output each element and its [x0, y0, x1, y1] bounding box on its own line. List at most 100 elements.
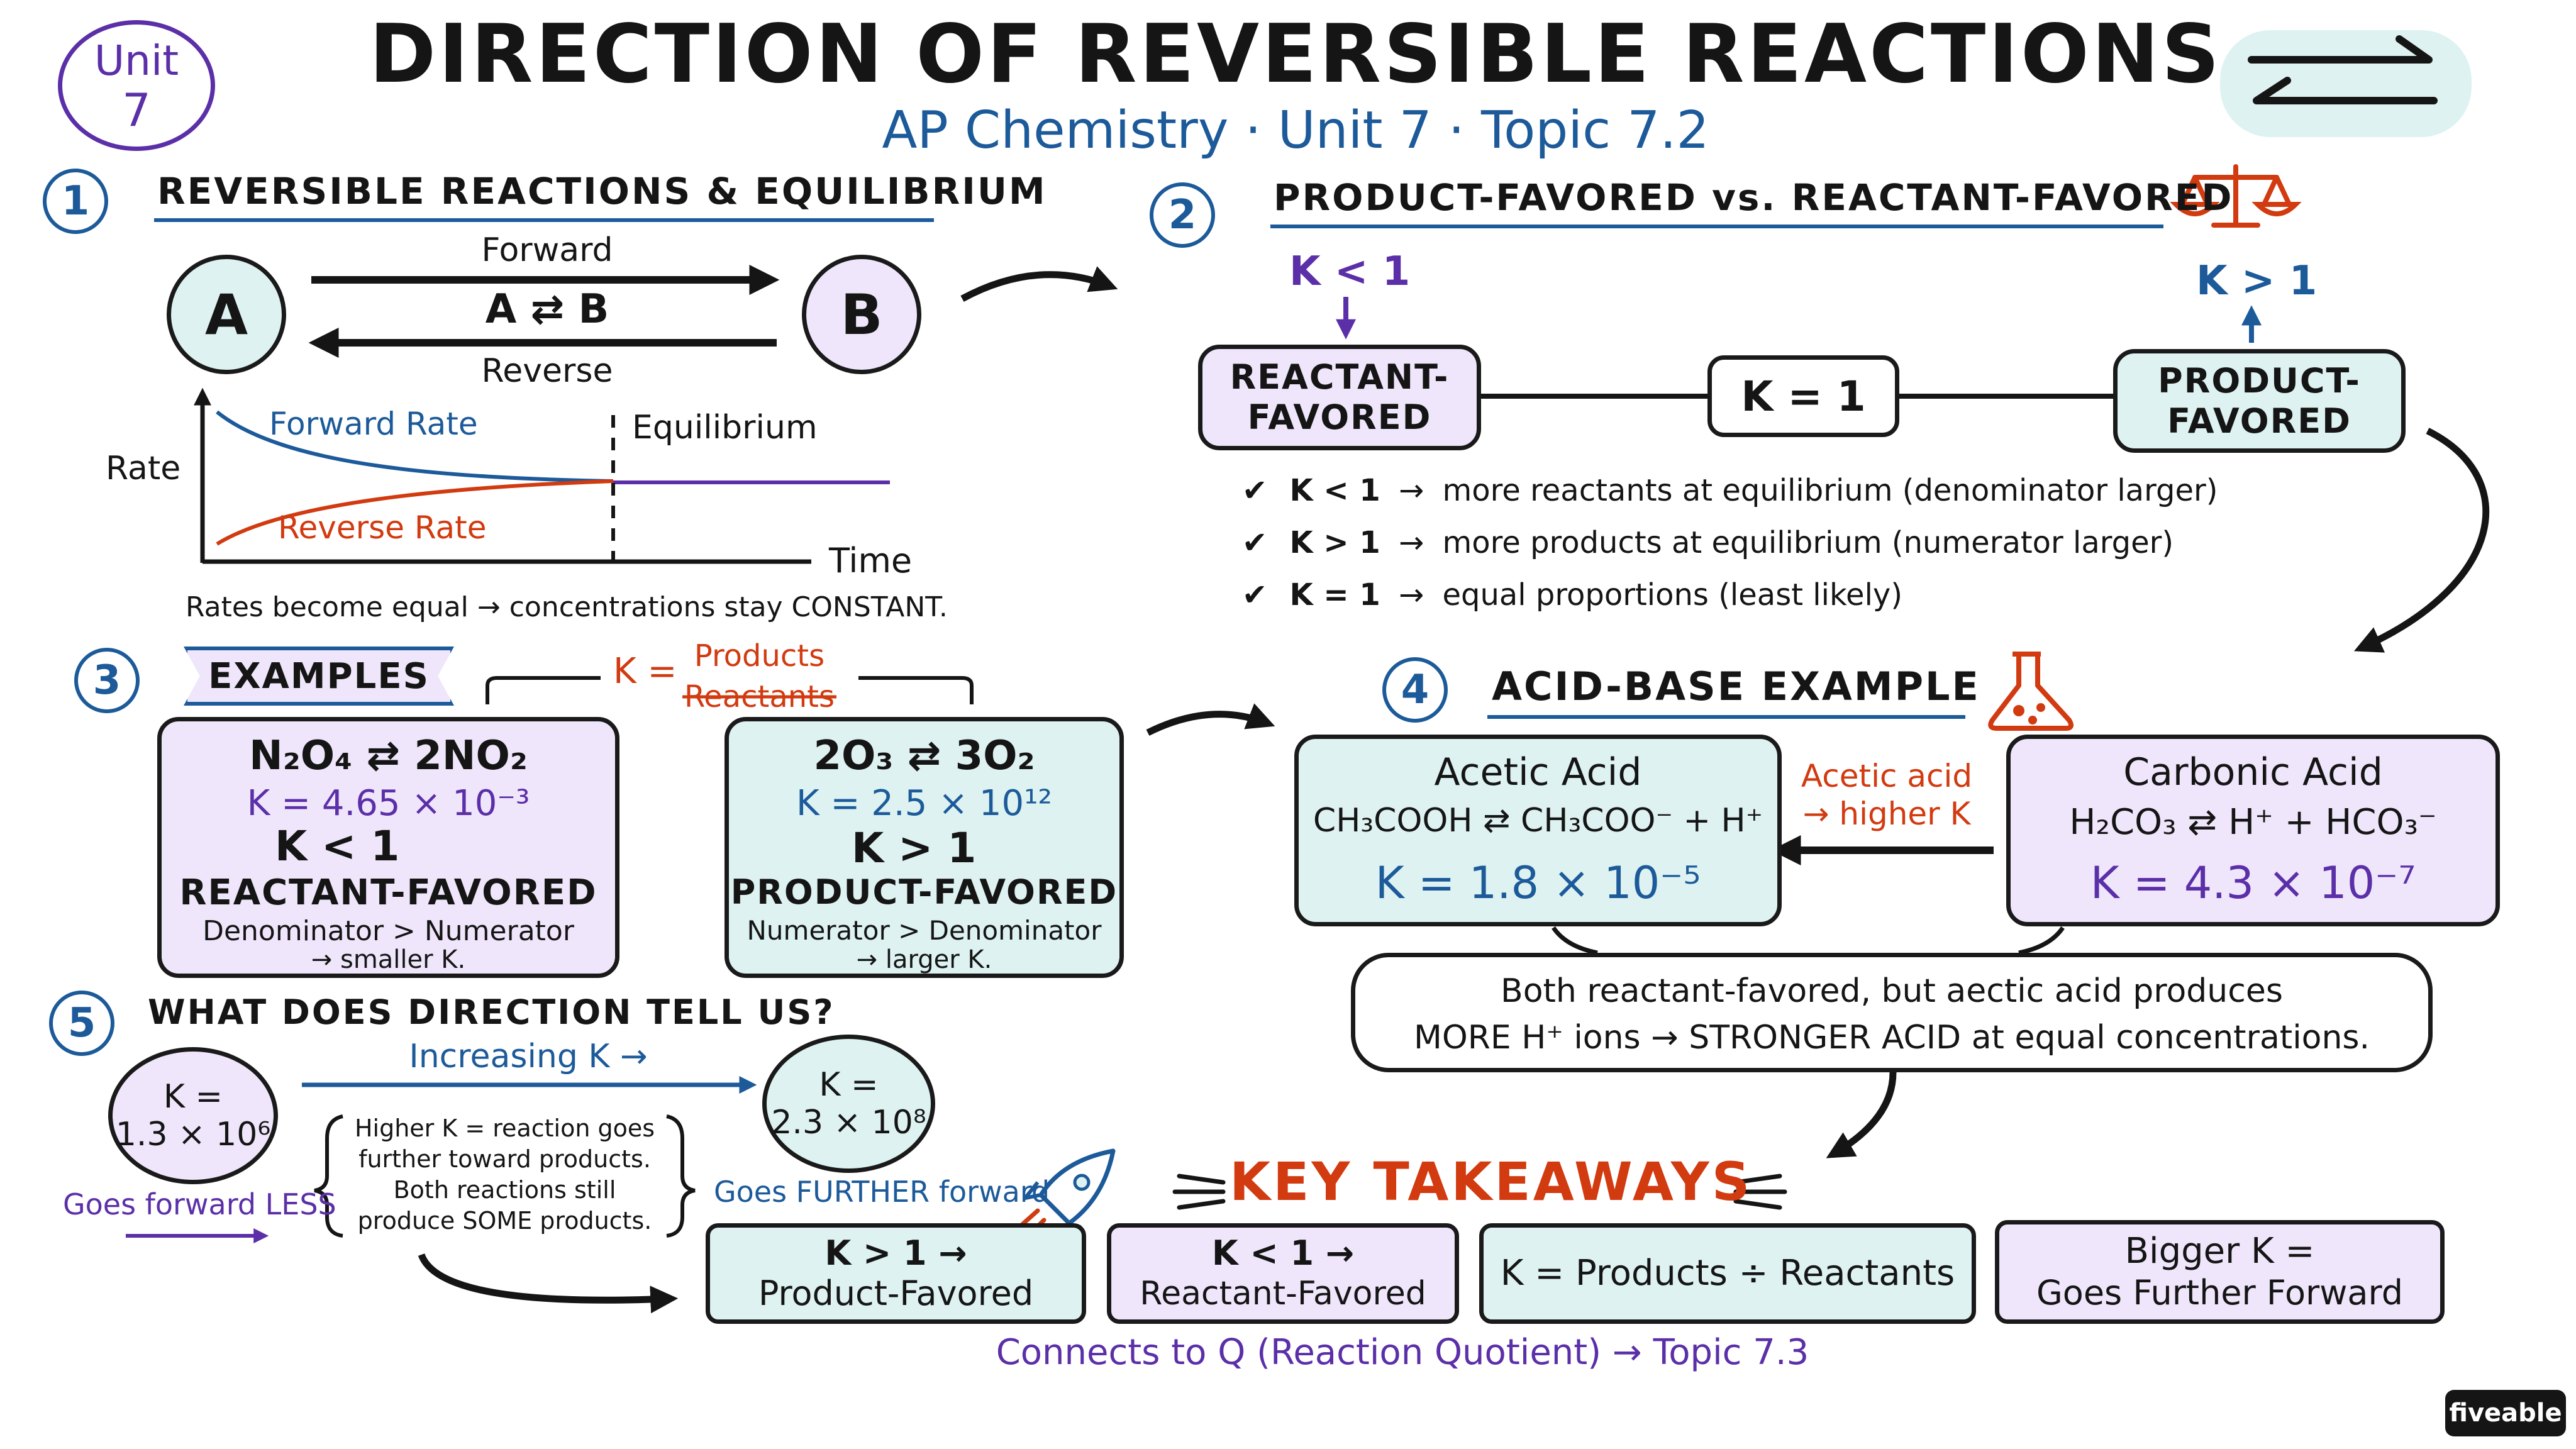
k-greater-label: K > 1: [2196, 258, 2318, 304]
brace-text: Higher K = reaction goes further toward …: [343, 1113, 667, 1236]
check-text-2: more products at equilibrium (numerator …: [1442, 525, 2174, 560]
k-bubble-left: K = 1.3 × 10⁶: [108, 1047, 278, 1184]
unit-word: Unit: [94, 36, 179, 85]
k-bubble-right-line-1: K =: [819, 1066, 879, 1104]
takeaway-card-1: K > 1 → Product-Favored: [706, 1223, 1086, 1324]
check-row-3: ✔ K = 1 → equal proportions (least likel…: [1242, 577, 1902, 613]
acid-compare-line-2: → higher K: [1802, 796, 1971, 832]
brace-line-4: produce SOME products.: [357, 1207, 652, 1235]
product-favored-box: PRODUCT- FAVORED: [2113, 349, 2406, 453]
example-1-k-compare: K < 1: [275, 822, 400, 870]
example-1-note-1: Denominator > Numerator: [203, 915, 574, 947]
example-1-note-2: → smaller K.: [311, 945, 466, 974]
example-2-favored: PRODUCT-FAVORED: [730, 872, 1118, 912]
section1-title: REVERSIBLE REACTIONS & EQUILIBRIUM: [157, 170, 1047, 213]
reverse-rate-label: Reverse Rate: [278, 509, 487, 546]
reverse-rate-curve: [216, 479, 614, 546]
brace-line-3: Both reactions still: [393, 1176, 616, 1204]
acid-note-box: Both reactant-favored, but aectic acid p…: [1351, 953, 2433, 1072]
flow-arrow-5-takeaways: [418, 1253, 679, 1314]
acid-note-line-2: MORE H⁺ ions → STRONGER ACID at equal co…: [1413, 1019, 2370, 1057]
page-subtitle: AP Chemistry · Unit 7 · Topic 7.2: [882, 101, 1709, 160]
takeaways-flourish-right: [1733, 1174, 1787, 1210]
species-b: B: [802, 255, 921, 374]
check-text-1: more reactants at equilibrium (denominat…: [1442, 473, 2218, 508]
brace-right: [666, 1114, 696, 1238]
flask-icon: [1988, 652, 2074, 731]
check-row-2: ✔ K > 1 → more products at equilibrium (…: [1242, 525, 2174, 560]
section5-number: 5: [49, 991, 114, 1056]
graph-x-label: Time: [829, 541, 913, 580]
carbonic-acid-equation: H₂CO₃ ⇄ H⁺ + HCO₃⁻: [2069, 802, 2437, 843]
takeaways-title: KEY TAKEAWAYS: [1230, 1151, 1753, 1213]
section5-title: WHAT DOES DIRECTION TELL US?: [148, 992, 835, 1032]
acetic-acid-name: Acetic Acid: [1434, 750, 1642, 794]
balance-scale-icon: [2170, 164, 2302, 228]
forward-rate-label: Forward Rate: [269, 406, 478, 442]
k-bubble-right-line-2: 2.3 × 10⁸: [771, 1104, 926, 1141]
species-a-label: A: [204, 282, 248, 347]
takeaway-3-line-1: K = Products ÷ Reactants: [1500, 1253, 1955, 1294]
takeaway-4-line-2: Goes Further Forward: [2036, 1272, 2404, 1313]
check-k-1: K < 1: [1289, 473, 1380, 508]
check-icon: ✔: [1242, 577, 1268, 613]
example-1-favored: REACTANT-FAVORED: [179, 872, 597, 913]
examples-title: EXAMPLES: [208, 655, 430, 697]
k-formula-numerator: Products: [694, 638, 825, 674]
goes-less-label: Goes forward LESS: [63, 1187, 336, 1221]
check-arrow: →: [1398, 577, 1424, 613]
note-pointers: [1552, 926, 2065, 955]
flow-arrow-4-takeaways: [1826, 1072, 1897, 1158]
acetic-acid-k: K = 1.8 × 10⁻⁵: [1375, 857, 1701, 909]
reactant-favored-box: REACTANT- FAVORED: [1198, 345, 1481, 450]
unit-number: 7: [122, 84, 151, 136]
equilibrium-badge: [2220, 30, 2472, 137]
k-bubble-left-line-1: K =: [163, 1078, 223, 1116]
brand-logo: fiveable: [2445, 1390, 2566, 1436]
forward-rate-curve: [216, 410, 614, 483]
k-bubble-right: K = 2.3 × 10⁸: [762, 1035, 935, 1173]
brand-logo-text: fiveable: [2449, 1399, 2562, 1428]
forward-label: Forward: [481, 231, 613, 269]
carbonic-acid-k: K = 4.3 × 10⁻⁷: [2090, 857, 2416, 909]
example-2-note-2: → larger K.: [856, 945, 992, 974]
product-favored-label: PRODUCT- FAVORED: [2158, 360, 2361, 441]
takeaway-2-line-1: K < 1 →: [1211, 1233, 1355, 1273]
flow-arrow-2-4: [2353, 428, 2490, 653]
section4-title: ACID-BASE EXAMPLE: [1492, 663, 1980, 709]
page-title: DIRECTION OF REVERSIBLE REACTIONS: [369, 8, 2223, 101]
carbonic-acid-card: Carbonic Acid H₂CO₃ ⇄ H⁺ + HCO₃⁻ K = 4.3…: [2006, 735, 2500, 926]
section4-number: 4: [1382, 657, 1448, 723]
example-1-card: N₂O₄ ⇄ 2NO₂ K = 4.65 × 10⁻³ K < 1 REACTA…: [157, 717, 619, 978]
examples-banner: EXAMPLES: [184, 647, 454, 706]
k-bracket-left: [486, 676, 601, 704]
k-less-label: K < 1: [1289, 248, 1411, 295]
acid-note-line-1: Both reactant-favored, but aectic acid p…: [1501, 972, 2283, 1010]
takeaway-2-line-2: Reactant-Favored: [1140, 1275, 1426, 1313]
increasing-k-label: Increasing K →: [409, 1038, 648, 1075]
example-1-equation: N₂O₄ ⇄ 2NO₂: [249, 733, 528, 779]
section2-number: 2: [1150, 182, 1215, 248]
takeaways-footer: Connects to Q (Reaction Quotient) → Topi…: [996, 1332, 1809, 1373]
section3-number: 3: [74, 648, 140, 713]
reverse-arrow-icon: [2253, 77, 2438, 104]
brace-line-2: further toward products.: [358, 1145, 651, 1173]
takeaways-flourish-left: [1172, 1174, 1226, 1210]
check-k-3: K = 1: [1289, 577, 1380, 613]
section2-title: PRODUCT-FAVORED vs. REACTANT-FAVORED: [1274, 176, 2234, 219]
takeaway-4-line-1: Bigger K =: [2124, 1230, 2315, 1272]
reaction-equation: A ⇄ B: [485, 286, 609, 333]
example-1-k-value: K = 4.65 × 10⁻³: [247, 783, 530, 824]
k-equal-box: K = 1: [1707, 355, 1899, 437]
acetic-acid-equation: CH₃COOH ⇄ CH₃COO⁻ + H⁺: [1313, 802, 1763, 840]
check-icon: ✔: [1242, 525, 1268, 560]
k-bracket-right: [858, 676, 974, 704]
section1-number: 1: [43, 169, 108, 234]
k-equal-label: K = 1: [1741, 372, 1866, 421]
reverse-label: Reverse: [481, 352, 613, 390]
takeaway-card-3: K = Products ÷ Reactants: [1479, 1223, 1976, 1324]
takeaway-1-line-1: K > 1 →: [824, 1233, 967, 1273]
example-2-equation: 2O₃ ⇄ 3O₂: [813, 733, 1035, 779]
